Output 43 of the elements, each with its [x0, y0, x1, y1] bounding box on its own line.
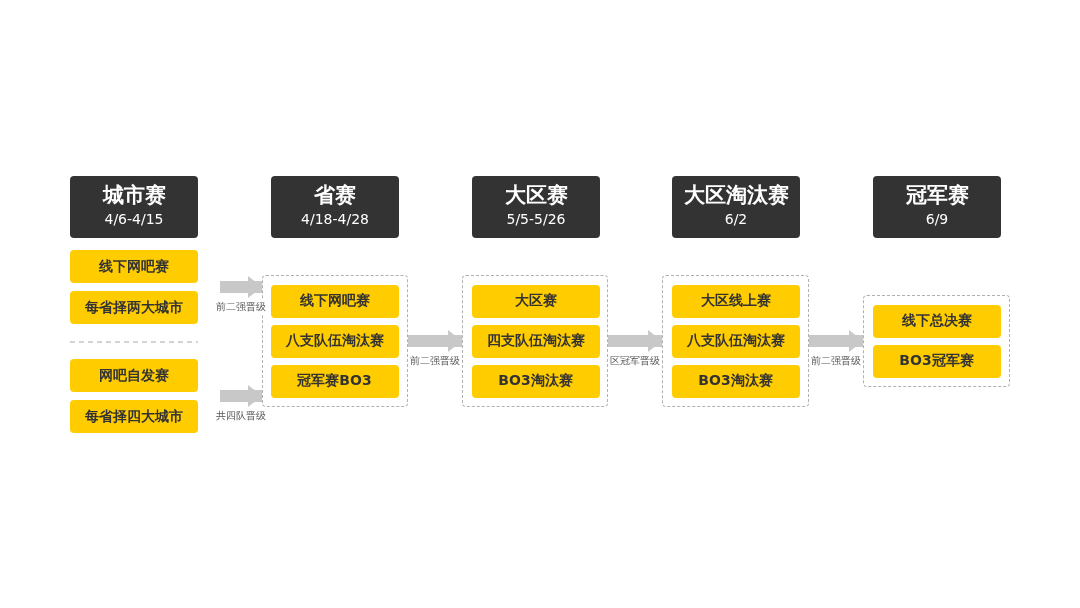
stage-header-box [873, 176, 1001, 238]
match-box: 大区赛 [471, 284, 600, 318]
stage-date: 4/18-4/28 [300, 210, 370, 228]
dashed-group-box [863, 295, 1010, 387]
match-box: 每省择两大城市 [70, 291, 198, 324]
match-box: 线下网吧赛 [70, 250, 198, 283]
edge-label: 前二强晋级 [810, 354, 862, 368]
match-box: 八支队伍淘汰赛 [671, 324, 800, 358]
match-box: 线下网吧赛 [270, 284, 399, 318]
stage-title: 大区淘汰赛 [682, 183, 790, 207]
stage-title: 城市赛 [101, 183, 167, 207]
block-arrow [220, 385, 262, 407]
stage-date: 4/6-4/15 [103, 210, 165, 228]
stage-date: 5/5-5/26 [505, 210, 567, 228]
block-arrow [809, 330, 863, 352]
dashed-group-box [662, 275, 809, 407]
edge-label: 前二强晋级 [409, 354, 461, 368]
stage-title: 大区赛 [503, 183, 569, 207]
stage-header-box [472, 176, 600, 238]
match-box: 四支队伍淘汰赛 [471, 324, 600, 358]
match-box: 大区线上赛 [671, 284, 800, 318]
match-box: BO3冠军赛 [872, 344, 1001, 378]
stage-title: 省赛 [313, 183, 357, 207]
stage-date: 6/2 [723, 210, 749, 228]
match-box: BO3淘汰赛 [671, 364, 800, 398]
match-box: 八支队伍淘汰赛 [270, 324, 399, 358]
dashed-group-box [462, 275, 608, 407]
edge-label: 区冠军晋级 [609, 354, 661, 368]
stage-date: 6/9 [924, 210, 950, 228]
edge-label: 前二强晋级 [215, 300, 267, 314]
match-box: 网吧自发赛 [70, 359, 198, 392]
match-box: 线下总决赛 [872, 304, 1001, 338]
block-arrow [408, 330, 462, 352]
block-arrow [220, 276, 262, 298]
match-box: 每省择四大城市 [70, 400, 198, 433]
stage-title: 冠军赛 [904, 183, 970, 207]
stage-header-box [70, 176, 198, 238]
stage-header-box [672, 176, 800, 238]
edge-label: 共四队晋级 [215, 409, 267, 423]
match-box: 冠军赛BO3 [270, 364, 399, 398]
match-box: BO3淘汰赛 [471, 364, 600, 398]
block-arrow [608, 330, 662, 352]
stage-header-box [271, 176, 399, 238]
